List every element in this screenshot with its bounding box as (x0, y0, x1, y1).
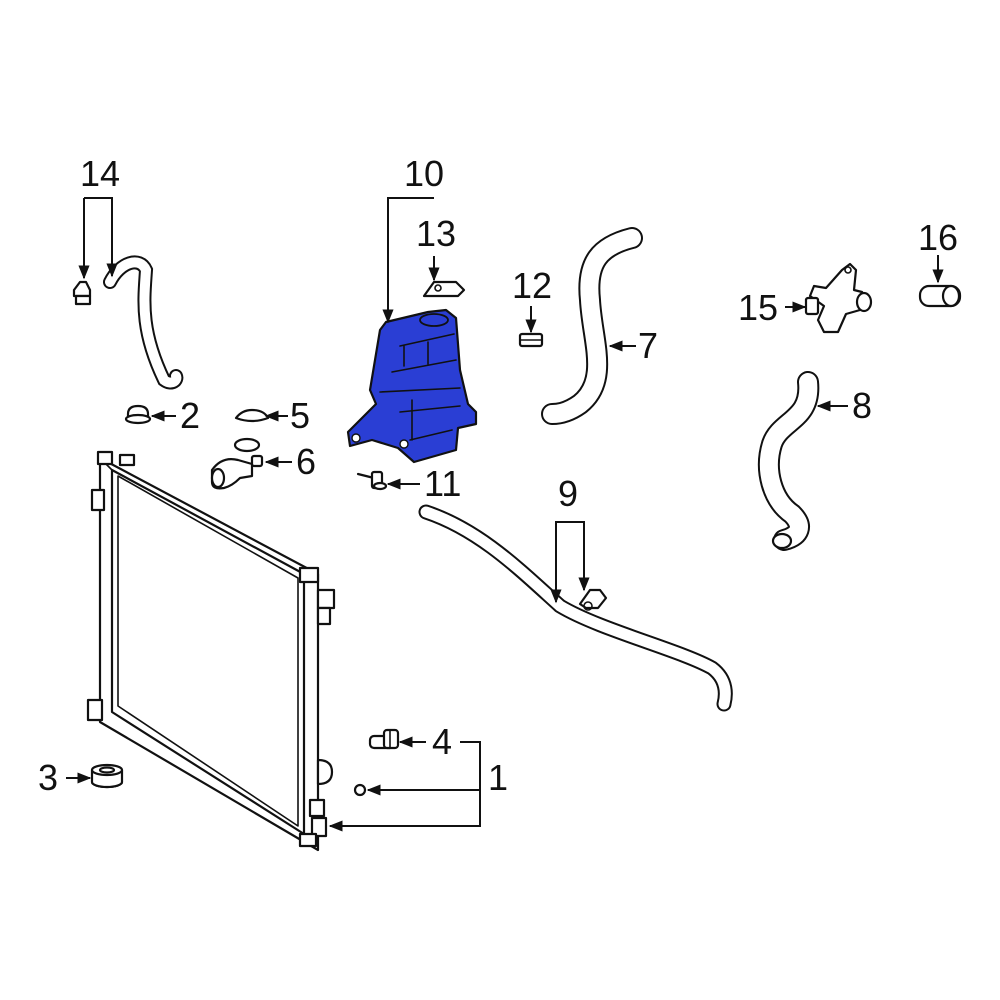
callout-7: 7 (638, 325, 658, 366)
callout-10: 10 (404, 153, 444, 194)
part-16-sleeve[interactable] (918, 284, 962, 308)
part-14-clip[interactable] (72, 280, 92, 306)
callout-8: 8 (852, 385, 872, 426)
part-1-o-ring[interactable] (353, 783, 367, 797)
callout-1: 1 (488, 757, 508, 798)
part-13-bracket[interactable] (422, 280, 466, 298)
part-15-housing[interactable] (804, 262, 873, 334)
callout-2: 2 (180, 395, 200, 436)
callout-15: 15 (738, 287, 778, 328)
part-4-drain-plug[interactable] (368, 728, 400, 750)
part-14-hose[interactable] (103, 255, 184, 390)
callout-16: 16 (918, 217, 958, 258)
callout-5: 5 (290, 395, 310, 436)
callout-4: 4 (432, 721, 452, 762)
part-11-bolt[interactable] (356, 470, 388, 491)
callout-13: 13 (416, 213, 456, 254)
callout-11: 11 (424, 463, 461, 504)
part-2-grommet[interactable] (124, 404, 152, 425)
callout-9: 9 (558, 473, 578, 514)
part-9-clip[interactable] (578, 588, 608, 611)
part-9-hose[interactable] (418, 504, 733, 712)
callout-3: 3 (38, 757, 58, 798)
part-5-seal[interactable] (234, 408, 270, 423)
callout-labels: 1 2 3 4 5 6 7 8 9 10 11 12 13 14 15 16 (38, 153, 958, 798)
part-3-mount[interactable] (90, 763, 124, 789)
part-10-coolant-reservoir[interactable] (346, 308, 478, 464)
callout-14: 14 (80, 153, 120, 194)
part-12-clip[interactable] (518, 332, 544, 348)
callout-6: 6 (296, 441, 316, 482)
part-8-lower-hose[interactable] (758, 371, 820, 551)
part-7-upper-hose[interactable] (541, 227, 643, 425)
part-6-cap[interactable] (210, 437, 264, 490)
callout-12: 12 (512, 265, 552, 306)
radiator[interactable] (86, 450, 336, 852)
leader-lines (66, 197, 944, 832)
